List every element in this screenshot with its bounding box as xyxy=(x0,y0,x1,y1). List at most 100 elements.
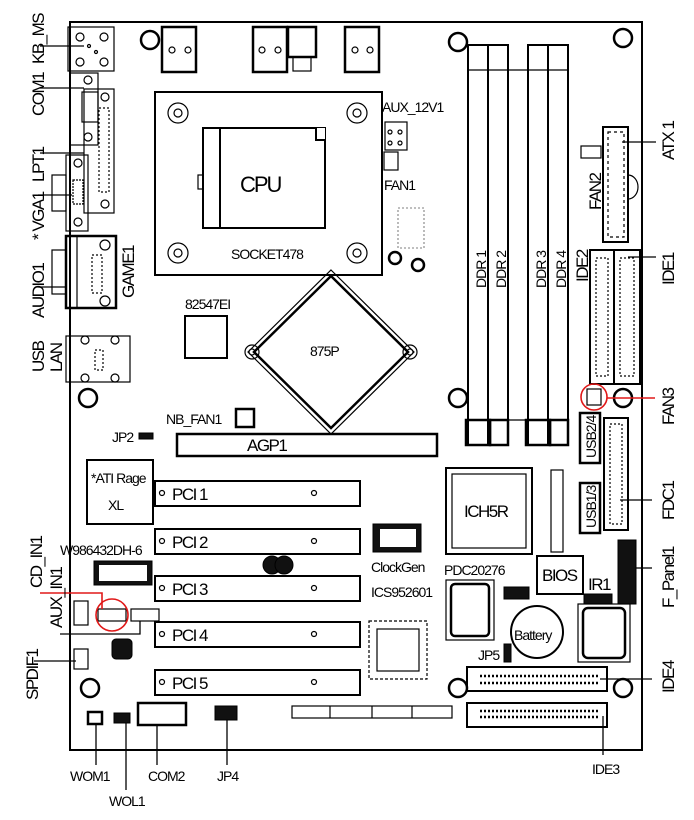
spdif1-connector xyxy=(73,648,89,670)
aux-in1-leader xyxy=(60,621,141,635)
ich5r-label: ICH5R xyxy=(464,502,509,521)
agp1-label: AGP1 xyxy=(247,436,287,455)
ide2-connector xyxy=(589,249,615,385)
aux-12v1-label: AUX_12V1 xyxy=(382,99,444,115)
bios-chip xyxy=(536,555,584,595)
pci1-label: PCI 1 xyxy=(172,485,208,504)
socket-label: SOCKET478 xyxy=(231,246,304,262)
com2-header xyxy=(136,701,188,727)
kb-ms-label: KB_MS xyxy=(29,13,48,64)
fan3-connector xyxy=(586,388,602,406)
usb24-label: USB2/4 xyxy=(583,415,599,458)
fan1-label: FAN1 xyxy=(384,177,416,193)
ati-rage-label-1: *ATI Rage xyxy=(91,470,147,486)
usb-lan-connector xyxy=(65,335,131,383)
game1-connector xyxy=(64,234,118,310)
aux-12v1-connector xyxy=(384,121,408,151)
audio-codec-chip xyxy=(111,638,133,660)
super-io-chip xyxy=(368,620,428,680)
fan1-connector xyxy=(383,151,399,171)
spdif1-label: SPDIF1 xyxy=(23,648,42,700)
northbridge-label: 875P xyxy=(310,343,339,359)
f-panel1-label: F_Panel1 xyxy=(659,546,678,608)
wom1-header xyxy=(86,710,104,726)
usb13-label: USB1/3 xyxy=(583,485,599,528)
ide4-connector xyxy=(466,666,608,692)
ide2-label: IDE2 xyxy=(573,249,592,282)
kb-ms-connector xyxy=(67,26,115,72)
pci3-label: PCI 3 xyxy=(172,580,208,599)
ddr3-label: DDR 3 xyxy=(533,250,549,288)
vga1-label: * VGA1 xyxy=(29,191,48,240)
ati-rage-label-2: XL xyxy=(108,497,124,513)
ir1-header xyxy=(583,593,613,605)
bios-label: BIOS xyxy=(542,566,578,585)
cd-in1-label: CD_IN1 xyxy=(27,535,46,588)
ddr4-label: DDR 4 xyxy=(553,250,569,288)
cd-in1-leader xyxy=(40,592,103,609)
vga1-connector xyxy=(51,154,89,232)
clockgen-label: ClockGen xyxy=(371,559,425,575)
ddr1-label: DDR 1 xyxy=(473,250,489,288)
pci2-label: PCI 2 xyxy=(172,533,208,552)
usb13-header xyxy=(578,481,602,535)
nb-fan1-label: NB_FAN1 xyxy=(166,411,222,427)
pcb-outline xyxy=(69,21,643,751)
ide3-connector xyxy=(466,702,608,728)
jp5-label: JP5 xyxy=(478,647,500,663)
lan-chip-bottom xyxy=(577,603,631,663)
ddr-slots xyxy=(464,44,570,447)
wol1-header xyxy=(113,712,131,724)
aux-in1-connector xyxy=(130,608,160,622)
ich-side-header xyxy=(550,469,564,553)
ati-rage-xl-chip xyxy=(86,459,154,525)
clockgen-chip xyxy=(372,523,422,553)
aux-in1-label: AUX_IN1 xyxy=(47,567,66,628)
atx1-connector xyxy=(602,126,639,243)
atx1-label: ATX 1 xyxy=(659,120,678,160)
jp2-label: JP2 xyxy=(112,429,134,445)
shield-logo xyxy=(262,555,294,575)
w986432dh-label: W986432DH-6 xyxy=(60,542,143,558)
jp2-jumper xyxy=(138,432,154,440)
jp4-header xyxy=(214,705,238,721)
pdc20276-chip xyxy=(445,579,495,641)
nb-fan1-connector xyxy=(234,407,256,429)
game1-label: GAME1 xyxy=(119,245,138,298)
fdc1-connector xyxy=(603,417,629,531)
wol1-label: WOL1 xyxy=(109,793,146,809)
ide3-label: IDE3 xyxy=(592,761,620,777)
pdc20276-label: PDC20276 xyxy=(444,562,506,578)
battery-label: Battery xyxy=(514,627,552,643)
ich5r-chip xyxy=(445,467,533,555)
chip-82547ei xyxy=(184,315,228,359)
ide4-label: IDE4 xyxy=(659,660,678,693)
fan3-highlight xyxy=(580,383,608,411)
jp4-label: JP4 xyxy=(217,768,239,784)
top-chokes xyxy=(160,25,381,74)
com2-label: COM2 xyxy=(148,768,186,784)
chip-82547ei-label: 82547EI xyxy=(185,296,230,312)
jp5-jumper xyxy=(503,643,512,663)
fan2-connector xyxy=(580,145,602,159)
small-ic xyxy=(503,586,530,600)
lpt1-label: LPT1 xyxy=(29,146,48,182)
usb-label: USB xyxy=(29,340,48,372)
pci4-label: PCI 4 xyxy=(172,626,208,645)
buzzer xyxy=(387,207,426,273)
pci-slots xyxy=(154,480,361,696)
cpu-socket xyxy=(154,91,383,276)
four-pin-connector xyxy=(73,600,89,626)
ir1-label: IR1 xyxy=(588,575,611,594)
agp1-slot xyxy=(175,432,439,458)
battery xyxy=(510,605,564,659)
fan3-label: FAN3 xyxy=(659,387,678,425)
com1-label: COM1 xyxy=(29,72,48,116)
ide1-connector xyxy=(613,249,641,385)
ddr2-label: DDR 2 xyxy=(493,250,509,288)
wom1-label: WOM1 xyxy=(70,768,111,784)
audio1-connector xyxy=(51,249,67,295)
fdc1-label: FDC1 xyxy=(659,481,678,520)
ics952601-label: ICS952601 xyxy=(371,584,433,600)
